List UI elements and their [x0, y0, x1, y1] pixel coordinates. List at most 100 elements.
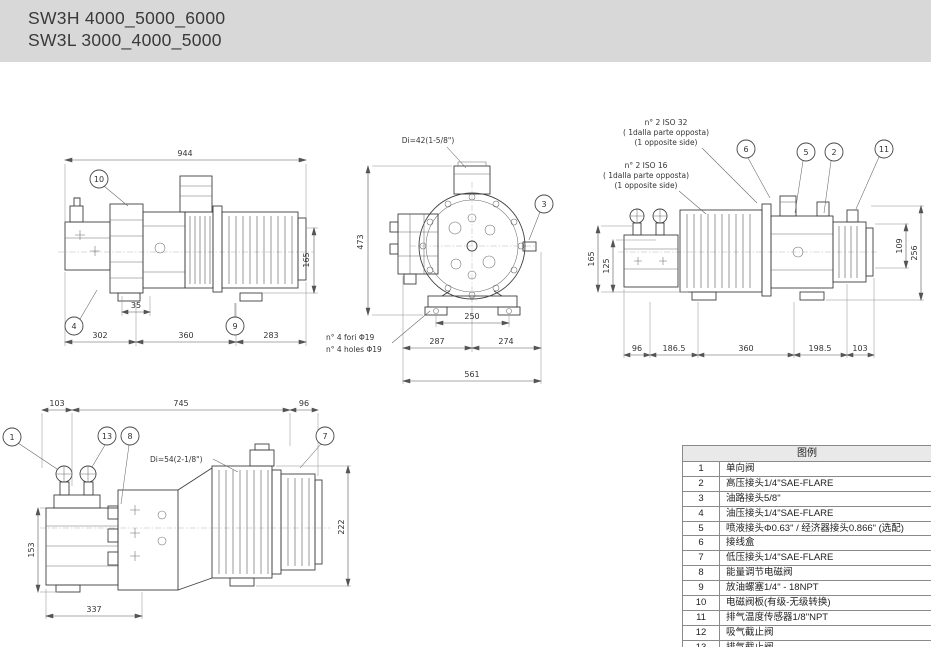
svg-text:103: 103 [49, 399, 64, 408]
legend-item-number: 13 [683, 640, 720, 647]
dimension-96: 96 [623, 344, 651, 358]
svg-text:745: 745 [173, 399, 188, 408]
mounting-foot [55, 584, 81, 593]
dimension-153: 153 [27, 506, 41, 594]
dimension-198-5: 198.5 [793, 344, 848, 358]
dimension-103: 103 [846, 344, 875, 358]
legend-item-number: 2 [683, 476, 720, 491]
extension-lines [64, 164, 318, 346]
svg-text:10: 10 [94, 175, 104, 184]
model-title-line1: SW3H 4000_5000_6000 [28, 8, 226, 28]
callout-11-discharge-sensor: 11 [855, 139, 894, 210]
compressor-body-front [389, 161, 537, 316]
dimension-561: 561 [401, 370, 543, 384]
legend-item-desc: 能量调节电磁阀 [726, 567, 793, 579]
mounting-holes-note: n° 4 fori Φ19 n° 4 holes Φ19 [326, 310, 431, 354]
legend-row-11: 11 排气温度传感器1/8"NPT [683, 610, 931, 626]
legend-item-desc: 油路接头5/8" [726, 492, 781, 504]
legend-item-desc: 低压接头1/4"SAE-FLARE [726, 552, 834, 564]
centerline [410, 182, 536, 312]
view-side-left: 944 165 35 302 360 283 [58, 149, 318, 346]
motor-housing [221, 211, 299, 289]
legend-row-2: 2 高压接头1/4"SAE-FLARE [683, 476, 931, 492]
legend-row-5: 5 喷液接头Φ0.63" / 经济器接头0.866" (选配) [683, 521, 931, 537]
callout-2-high-pressure: 2 [823, 142, 844, 214]
legend-row-12: 12 吸气截止阀 [683, 625, 931, 641]
legend-row-13: 13 排气截止阀 [683, 640, 931, 647]
legend-row-9: 9 放油螺塞1/4" - 18NPT [683, 581, 931, 597]
legend-row-10: 10 电磁阀板(有级-无级转换) [683, 596, 931, 611]
svg-text:8: 8 [127, 432, 132, 441]
suction-port-top [179, 175, 213, 213]
legend-row-3: 3 油路接头5/8" [683, 491, 931, 507]
iso16-note: n° 2 ISO 16 ( 1dalla parte opposta) (1 o… [603, 161, 707, 215]
dimension-165: 165 [302, 226, 317, 295]
extension-lines [40, 413, 351, 619]
di54-label: Di=54(2-1/8") [150, 455, 203, 464]
dimension-302: 302 [63, 331, 138, 345]
terminal-box [779, 195, 797, 217]
svg-text:6: 6 [743, 145, 748, 154]
solenoid-valve [107, 505, 119, 520]
flange [271, 469, 282, 575]
svg-text:4: 4 [71, 322, 76, 331]
dim-label: 561 [464, 370, 479, 379]
callout-8-capacity-solenoid: 8 [120, 426, 140, 505]
compressor-body-side-bottom [45, 443, 323, 593]
dimension-222: 222 [337, 464, 351, 588]
flange [212, 205, 223, 293]
svg-text:1: 1 [9, 433, 14, 442]
callout-9-oil-drain-plug: 9 [225, 303, 245, 336]
svg-text:198.5: 198.5 [809, 344, 832, 353]
legend-item-desc: 电磁阀板(有级-无级转换) [726, 597, 831, 609]
callout-6-terminal-box: 6 [736, 139, 771, 199]
svg-text:2: 2 [831, 148, 836, 157]
legend-item-desc: 单向阀 [726, 463, 755, 474]
bearing-cover [418, 192, 526, 300]
dim-label: 360 [178, 331, 193, 340]
svg-text:( 1dalla parte opposta): ( 1dalla parte opposta) [603, 171, 689, 180]
model-title-line2: SW3L 3000_4000_5000 [28, 30, 222, 50]
callout-7-low-pressure: 7 [299, 426, 335, 469]
legend-item-desc: 吸气截止阀 [726, 626, 774, 638]
legend-item-desc: 排气温度传感器1/8"NPT [726, 611, 829, 623]
holes-note-line2: n° 4 holes Φ19 [326, 345, 382, 354]
solenoid-valve [107, 551, 119, 566]
svg-text:165: 165 [587, 251, 596, 266]
svg-text:9: 9 [232, 322, 237, 331]
legend-item-number: 4 [683, 506, 720, 521]
dimension-109: 109 [895, 222, 909, 270]
callout-13-discharge-shutoff: 13 [91, 426, 117, 468]
callout-4-oil-connection: 4 [64, 289, 98, 336]
base-rail [427, 295, 518, 308]
legend-item-number: 5 [683, 521, 720, 536]
view-side-bottom: 103 745 96 153 222 337 [2, 399, 351, 619]
dim-label: 473 [356, 234, 365, 249]
holes-note-line1: n° 4 fori Φ19 [326, 333, 374, 342]
dimension-186-5: 186.5 [649, 344, 699, 358]
dimension-274: 274 [470, 337, 543, 351]
dimension-165: 165 [587, 224, 601, 294]
legend-item-desc: 接线盒 [726, 537, 755, 549]
legend-row-7: 7 低压接头1/4"SAE-FLARE [683, 551, 931, 567]
legend-item-desc: 喷液接头Φ0.63" / 经济器接头0.866" (选配) [726, 522, 904, 534]
dimension-944: 944 [63, 149, 308, 163]
dimension-360: 360 [134, 331, 238, 345]
view-front: 473 250 287 274 561 Di=42(1-5/8") [326, 136, 554, 384]
svg-text:109: 109 [895, 238, 904, 253]
legend-item-desc: 高压接头1/4"SAE-FLARE [726, 477, 834, 489]
iso32-note: n° 2 ISO 32 ( 1dalla parte opposta) (1 o… [623, 118, 758, 204]
callout-1-check-valve: 1 [2, 427, 58, 470]
legend-row-6: 6 接线盒 [683, 536, 931, 552]
svg-text:(1 opposite side): (1 opposite side) [634, 138, 697, 147]
legend-title: 图例 [683, 446, 931, 462]
dimension-125: 125 [602, 238, 616, 294]
mounting-foot [691, 291, 717, 301]
svg-text:96: 96 [632, 344, 642, 353]
suction-diameter-note: Di=54(2-1/8") [150, 455, 239, 473]
svg-text:153: 153 [27, 542, 36, 557]
legend-item-number: 9 [683, 581, 720, 596]
svg-text:186.5: 186.5 [663, 344, 686, 353]
suction-diameter-note: Di=42(1-5/8") [402, 136, 467, 169]
legend-item-desc: 油压接头1/4"SAE-FLARE [726, 507, 834, 519]
